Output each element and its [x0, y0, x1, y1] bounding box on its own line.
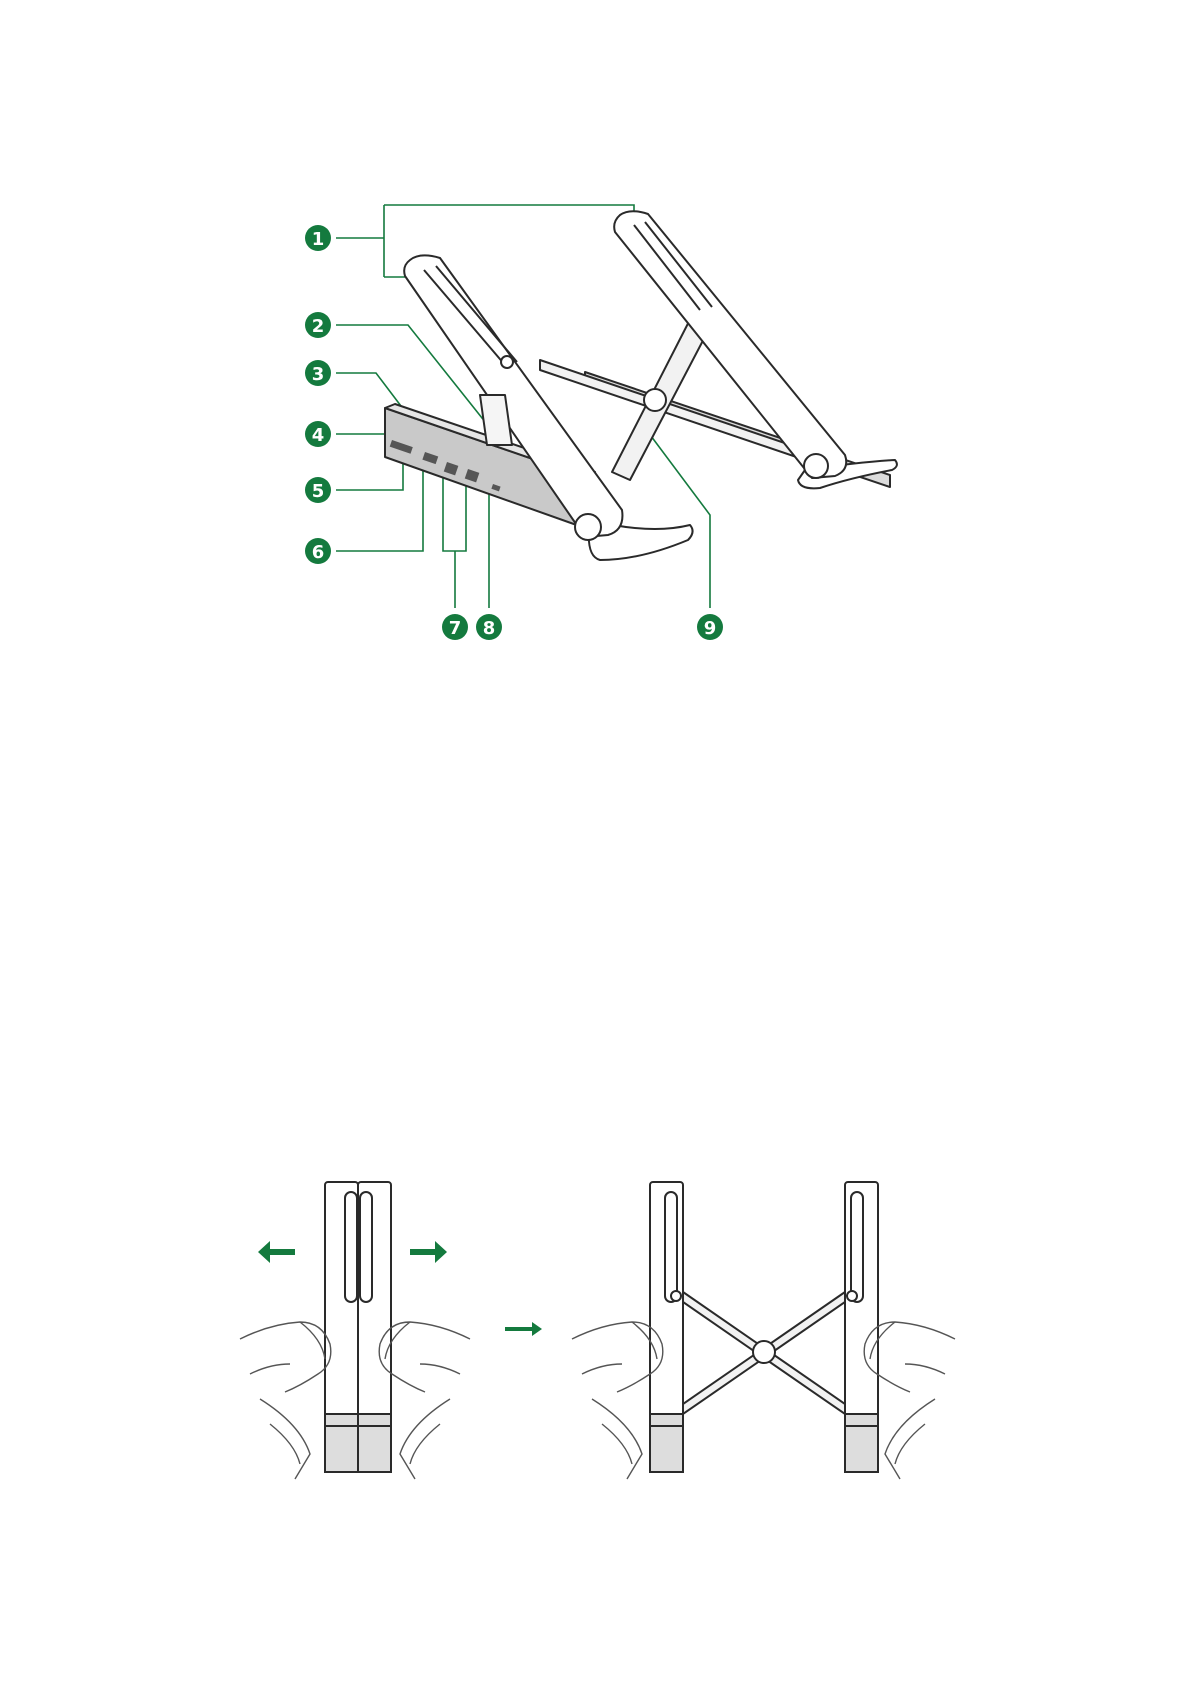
callout-badge-5: 5: [305, 477, 331, 503]
callout-badge-1: 1: [305, 225, 331, 251]
svg-text:3: 3: [312, 364, 325, 385]
svg-text:2: 2: [312, 316, 325, 337]
center-pivot: [644, 389, 666, 411]
callout-badge-2: 2: [305, 312, 331, 338]
svg-text:8: 8: [483, 618, 496, 639]
svg-text:6: 6: [312, 542, 325, 563]
svg-text:1: 1: [312, 229, 325, 250]
callout-badge-7: 7: [442, 614, 468, 640]
callout-badge-6: 6: [305, 538, 331, 564]
svg-text:5: 5: [312, 481, 325, 502]
svg-text:9: 9: [704, 618, 717, 639]
arrow-left-icon: [258, 1241, 295, 1263]
unfold-instruction-figure: [0, 1124, 1191, 1684]
product-diagram: 1 2 3 4 5 6 7 8: [0, 0, 1191, 700]
arrow-right-icon: [410, 1241, 447, 1263]
callout-badge-4: 4: [305, 421, 331, 447]
callout-badge-3: 3: [305, 360, 331, 386]
callout-badge-9: 9: [697, 614, 723, 640]
svg-text:7: 7: [449, 618, 462, 639]
laptop-stand-drawing: [385, 211, 897, 560]
folded-stand: [325, 1182, 391, 1472]
callout-badge-8: 8: [476, 614, 502, 640]
unfolded-stand: [650, 1182, 878, 1472]
arrow-next-step-icon: [505, 1322, 542, 1336]
svg-text:4: 4: [312, 425, 325, 446]
